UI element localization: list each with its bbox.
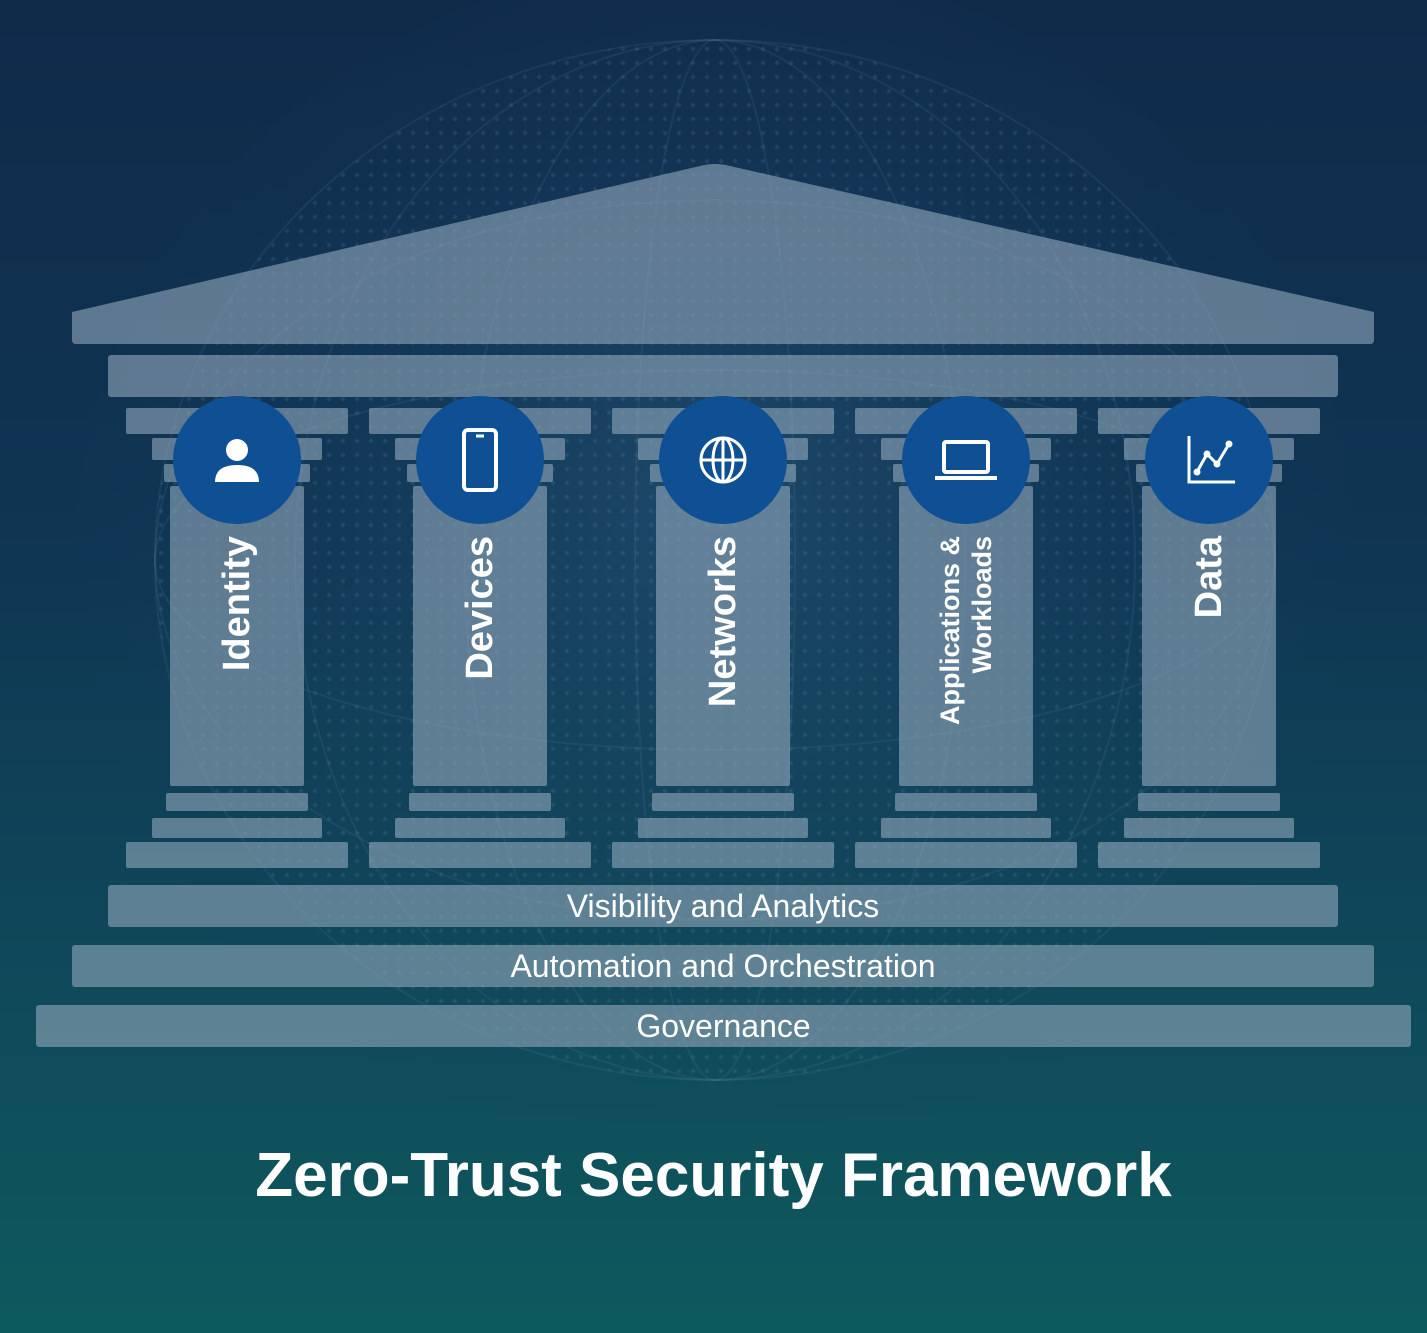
pillar-label: Identity (215, 536, 259, 671)
pillar-shaft (1142, 486, 1276, 786)
line-chart-icon (1187, 436, 1235, 484)
page-title: Zero-Trust Security Framework (255, 1141, 1172, 1210)
pillar-base (1098, 842, 1320, 868)
entablature (108, 355, 1338, 397)
pillar-base (855, 842, 1077, 868)
pillar-shaft (170, 486, 304, 786)
pillar-base (126, 842, 348, 868)
pillar-label-line: Devices (459, 536, 501, 680)
pillar-label-line: Networks (702, 536, 744, 708)
pillar-networks: Networks (612, 396, 834, 868)
pillar-label-line: Identity (216, 536, 258, 672)
foundation-layer-governance: Governance (36, 1005, 1411, 1047)
pillar-label: Devices (458, 536, 502, 680)
pillar-applications-workloads: Applications & Workloads (855, 396, 1077, 868)
pillar-base (638, 818, 808, 838)
pillar-devices: Devices (369, 396, 591, 868)
pillar-base (612, 842, 834, 868)
pillar-label: Applications & Workloads (934, 536, 998, 725)
pillar-base (369, 842, 591, 868)
pillar-label: Data (1187, 536, 1231, 618)
pillar-label-area: Data (1142, 536, 1276, 786)
pillar-label-area: Devices (413, 536, 547, 786)
person-icon (215, 439, 259, 482)
pillar-base (152, 818, 322, 838)
pillar-label-area: Networks (656, 536, 790, 786)
roof-pediment (72, 164, 1374, 344)
networks-icon-circle (659, 396, 787, 524)
foundation-layer-automation: Automation and Orchestration (72, 945, 1374, 987)
pillar-base (409, 793, 551, 811)
pillar-identity: Identity (126, 396, 348, 868)
applications-icon-circle (902, 396, 1030, 524)
pillar-label-line: Data (1188, 536, 1230, 619)
identity-icon-circle (173, 396, 301, 524)
pillar-base (652, 793, 794, 811)
pillar-label-area: Applications & Workloads (899, 536, 1033, 786)
globe-icon (699, 436, 747, 484)
pillar-base (166, 793, 308, 811)
pillar-base (1124, 818, 1294, 838)
foundation-layer-visibility: Visibility and Analytics (108, 885, 1338, 927)
pillar-shaft (413, 486, 547, 786)
pillar-data: Data (1098, 396, 1320, 868)
pillar-label: Networks (701, 536, 745, 707)
pillar-label-area: Identity (170, 536, 304, 786)
pillar-label-line: Workloads (967, 536, 997, 674)
pillar-label-line: Applications & (935, 536, 965, 726)
mobile-phone-icon (462, 428, 498, 492)
pillar-base (881, 818, 1051, 838)
pillar-base (1138, 793, 1280, 811)
devices-icon-circle (416, 396, 544, 524)
pillar-shaft (899, 486, 1033, 786)
pillar-base (895, 793, 1037, 811)
pillar-base (395, 818, 565, 838)
pillar-shaft (656, 486, 790, 786)
laptop-icon (935, 440, 997, 480)
data-icon-circle (1145, 396, 1273, 524)
